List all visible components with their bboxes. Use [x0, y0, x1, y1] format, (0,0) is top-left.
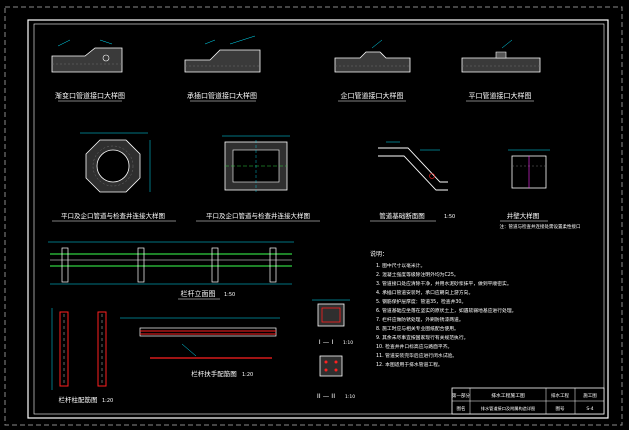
note-line: 12. 本图适用于排水管道工程。 — [376, 361, 443, 368]
scale-section-two: 1:10 — [345, 394, 355, 400]
notes-block: 说明： 1. 图中尺寸以毫米计。 2. 混凝土强度等级除注明外均为C25。 3.… — [370, 250, 516, 368]
section-two-detail — [319, 355, 343, 377]
scale-section-one: 1:10 — [343, 340, 353, 346]
detail-well-wall — [508, 149, 550, 189]
detail-flat-joint — [461, 39, 541, 73]
note-line: 4. 承插口管道安装时，承口应朝向上游方向。 — [376, 289, 473, 296]
note-line: 9. 其余未尽事宜按国家现行有关规范执行。 — [376, 334, 468, 341]
outer-dashed-border — [4, 6, 623, 426]
title-pipe-foundation: 管道基础断面图 — [379, 211, 425, 220]
fence-elevation — [48, 241, 294, 285]
detail-tongue-joint — [334, 39, 411, 73]
drawing-frame-outer — [27, 19, 609, 419]
title-gradient-joint: 渐变口管道接口大样图 — [55, 91, 125, 100]
title-flat-joint: 平口管道接口大样图 — [469, 91, 532, 100]
detail-pipe-foundation — [378, 141, 448, 191]
title-block-drawing-name: 排水管道接口及附属构造详图 — [481, 405, 535, 412]
section-one-detail — [312, 299, 350, 327]
detail-socket-joint — [184, 35, 261, 73]
detail-manhole-plan — [80, 132, 151, 193]
note-line: 8. 施工时应与相关专业图纸配合使用。 — [376, 325, 459, 332]
title-post-rebar: 栏杆柱配筋图 — [59, 395, 98, 404]
title-block-name-label: 图名 — [457, 405, 466, 412]
note-line: 6. 管道基础应坐落在坚实的原状土上，如遇软弱地基应进行处理。 — [376, 307, 516, 314]
note-mid: 注：管道与检查井连接处需设置柔性接口 — [500, 223, 581, 230]
note-line: 3. 管道接口处应清除干净，并用水泥砂浆抹平，做到平顺密实。 — [376, 280, 512, 287]
title-socket-joint: 承插口管道接口大样图 — [187, 91, 257, 100]
title-rail-rebar: 栏杆扶手配筋图 — [191, 369, 237, 378]
scale-pipe-foundation: 1:50 — [444, 214, 455, 220]
title-block-project-left: 第一部分 — [452, 392, 470, 399]
note-line: 7. 栏杆应做防锈处理，外刷防锈漆两道。 — [376, 316, 464, 323]
detail-manhole-section — [222, 135, 290, 192]
note-line: 2. 混凝土强度等级除注明外均为C25。 — [376, 271, 459, 278]
notes-heading: 说明： — [370, 250, 388, 258]
title-fence-elevation: 栏杆立面图 — [181, 289, 216, 298]
rail-rebar-detail — [120, 317, 280, 359]
title-block-cell-a: 排水工程 — [551, 392, 569, 399]
note-line: 5. 钢筋保护层厚度：管道35，检查井30。 — [376, 298, 466, 305]
title-block-project-mid: 排水工程施工图 — [491, 392, 525, 399]
drawing-frame-inner — [33, 23, 605, 415]
post-rebar-detail — [51, 308, 107, 390]
title-block-sheet-no: S-4 — [586, 406, 593, 412]
title-well-wall: 井壁大样图 — [507, 211, 540, 220]
title-section-one: I — I — [319, 338, 334, 346]
title-block — [451, 387, 605, 415]
note-line: 1. 图中尺寸以毫米计。 — [376, 262, 425, 269]
title-block-cell-b: 施工图 — [583, 392, 597, 399]
scale-rail-rebar: 1:20 — [242, 372, 253, 378]
title-manhole-section: 平口及企口管道与检查井连接大样图 — [206, 211, 310, 220]
scale-post-rebar: 1:20 — [102, 398, 113, 404]
detail-gradient-joint — [51, 39, 123, 73]
title-tongue-joint: 企口管道接口大样图 — [341, 91, 404, 100]
title-manhole-plan: 平口及企口管道与检查井连接大样图 — [61, 211, 165, 220]
note-line: 11. 管道安装完毕后应进行闭水试验。 — [376, 352, 457, 359]
title-block-sheet-label: 图号 — [556, 406, 565, 412]
note-line: 10. 检查井井口标高应与路面平齐。 — [376, 343, 452, 350]
title-section-two: II — II — [317, 392, 335, 400]
scale-fence-elevation: 1:50 — [224, 292, 235, 298]
